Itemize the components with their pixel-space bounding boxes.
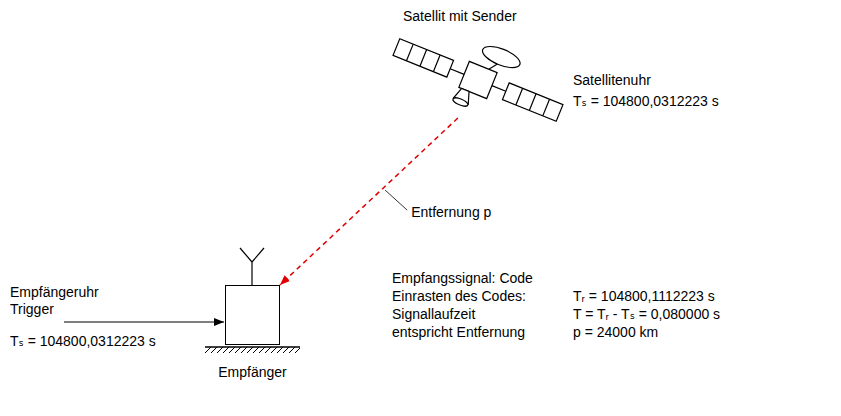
- signal-label: Empfangssignal: Code: [392, 270, 533, 286]
- trigger-label: Trigger: [10, 301, 54, 317]
- antenna-symbol: [240, 248, 264, 285]
- trigger-arrow: [64, 321, 224, 322]
- satellite-node: Satellit mit Sender: [385, 8, 565, 118]
- distance-label: Entfernung p: [411, 204, 491, 220]
- time-value: Tᵣ = 104800,1112223 s: [573, 288, 715, 304]
- receiver-box: Empfänger: [225, 285, 280, 345]
- distance-label: entspricht Entfernung: [392, 324, 525, 340]
- runtime-label: Signallaufzeit: [392, 306, 475, 322]
- clock-label: Empfängeruhr: [10, 284, 99, 300]
- clock-label: Satellitenuhr: [573, 72, 651, 88]
- time-value: Tₛ = 104800,0312223 s: [10, 333, 156, 349]
- runtime-value: T = Tᵣ - Tₛ = 0,080000 s: [573, 306, 720, 322]
- signal-path: [280, 118, 458, 285]
- distance-value: p = 24000 km: [573, 324, 658, 340]
- lock-label: Einrasten des Codes:: [392, 288, 526, 304]
- node-caption: Satellit mit Sender: [403, 8, 517, 24]
- satellite-symbol: [385, 12, 574, 141]
- ground-symbol: [205, 347, 300, 353]
- time-value: Tₛ = 104800,0312223 s: [573, 93, 719, 109]
- node-caption: Empfänger: [218, 364, 286, 380]
- leader-line: [385, 190, 407, 210]
